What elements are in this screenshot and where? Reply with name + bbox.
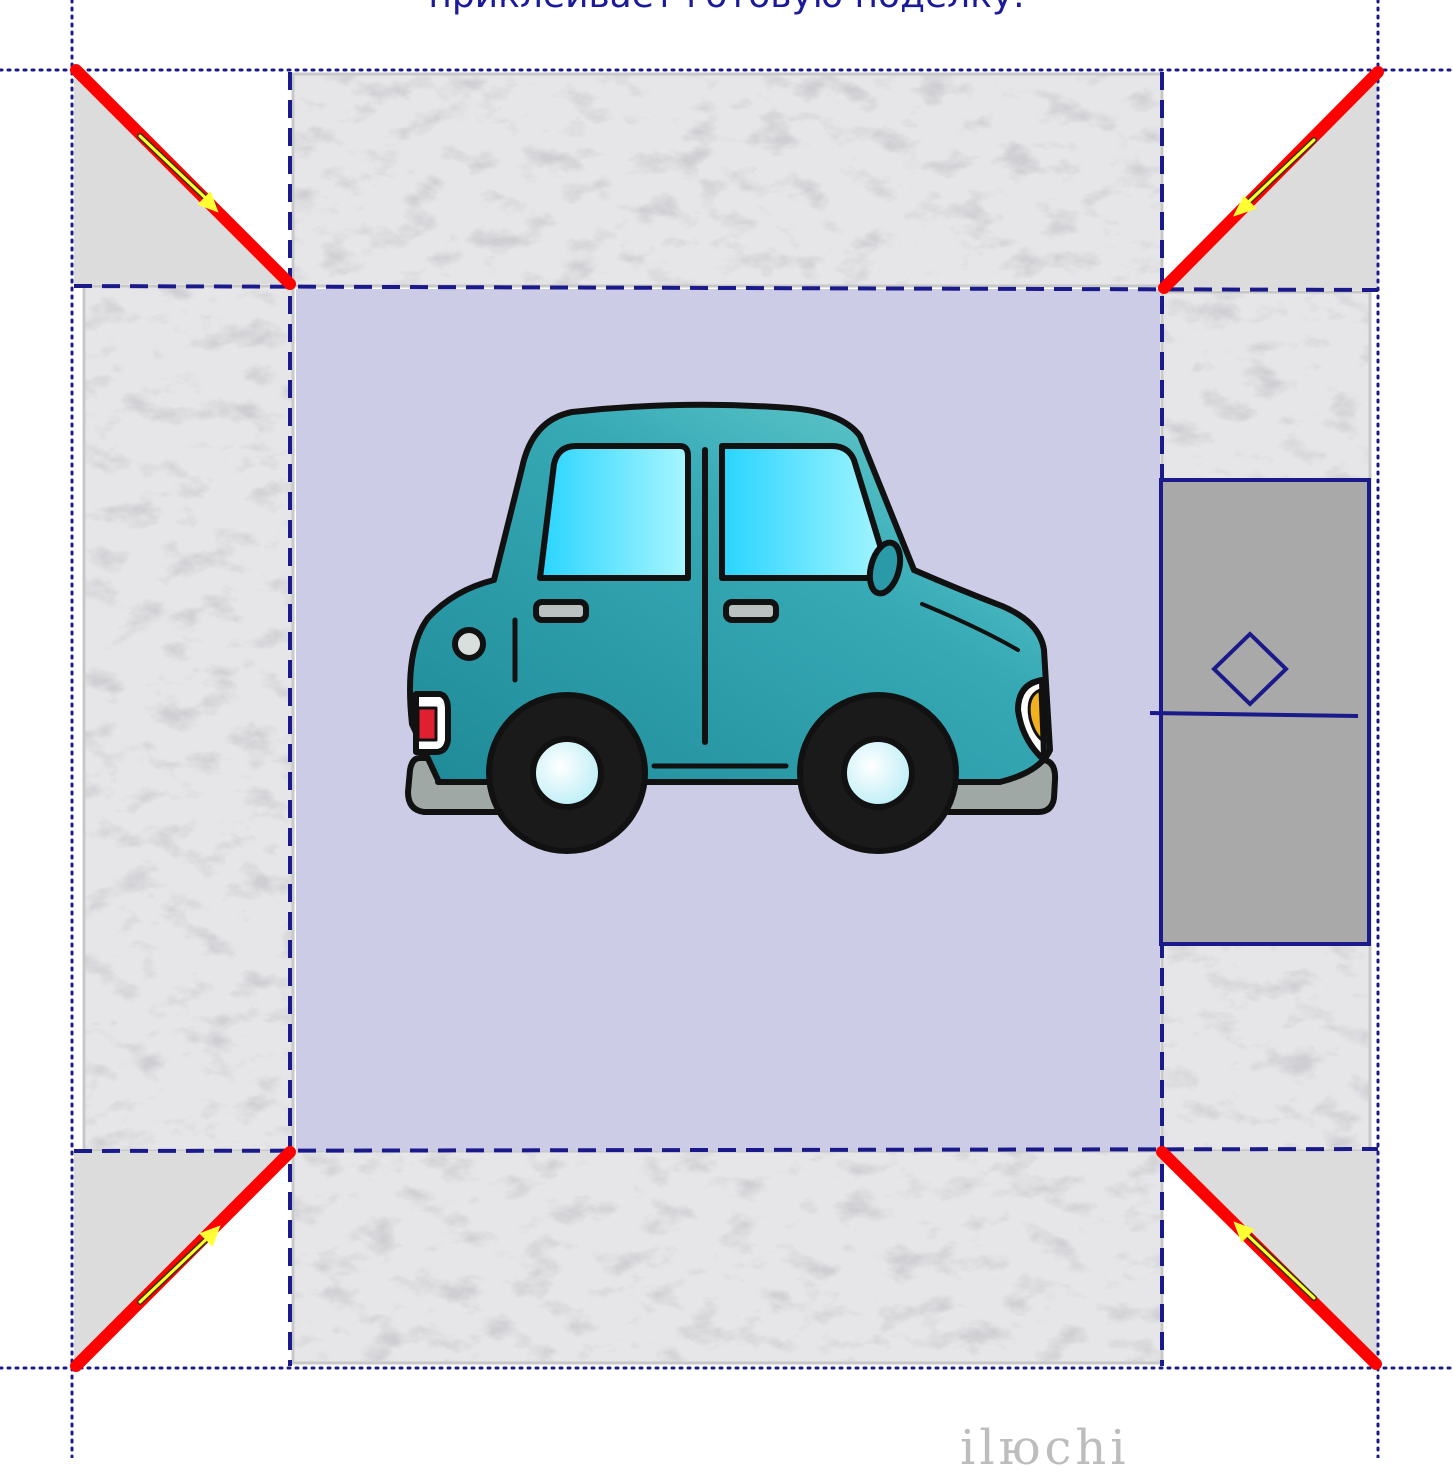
- front-wheel: [800, 695, 956, 851]
- rear-wheel: [489, 695, 645, 851]
- top-side-panel: [293, 74, 1162, 286]
- rear-window: [540, 446, 688, 578]
- footer-text-fragment: ilюchi: [960, 1420, 1130, 1476]
- fuel-cap: [455, 630, 483, 658]
- clasp-tab: [1150, 480, 1369, 944]
- rear-door-handle: [536, 602, 586, 620]
- front-door-handle: [726, 602, 776, 620]
- bottom-side-panel: [293, 1151, 1162, 1363]
- left-side-panel: [84, 286, 293, 1151]
